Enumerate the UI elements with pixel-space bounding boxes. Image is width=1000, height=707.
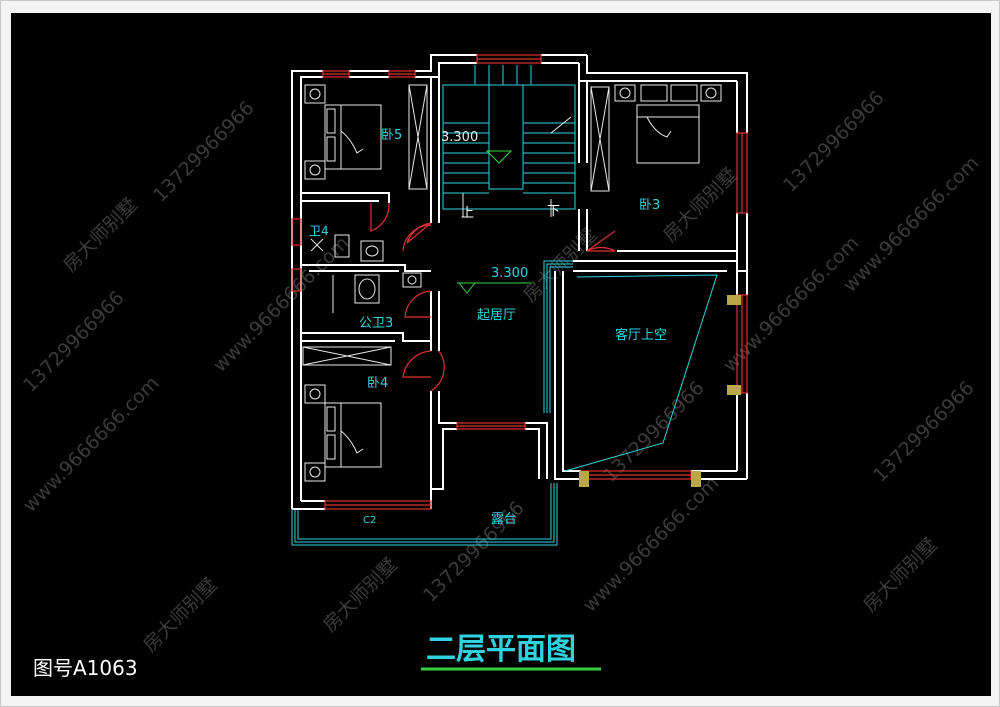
stair-up-label: 上 — [461, 206, 474, 221]
hall-elevation: 3.300 — [491, 266, 528, 281]
watermark-phone: 13729966966 — [869, 377, 979, 487]
watermark-brand: 房大师别墅 — [139, 574, 222, 657]
room-labels: 卧5 卧3 卫4 公卫3 起居厅 客厅上空 卧4 露台 C2 — [309, 128, 667, 527]
elevation-markers — [457, 282, 531, 294]
label-terrace: 露台 — [491, 512, 517, 527]
watermark-phone: 13729966966 — [779, 87, 889, 197]
label-window-c2: C2 — [363, 515, 376, 526]
label-bedroom3: 卧3 — [639, 198, 660, 213]
annotation-labels: 上 下 3.300 3.300 — [441, 130, 560, 281]
floor-plan-drawing: 房大师别墅 房大师别墅 房大师别墅 房大师别墅 房大师别墅 房大师别墅 1372… — [19, 54, 983, 680]
walls — [291, 54, 748, 510]
watermark-site: www.9666666.com — [19, 372, 163, 516]
watermark-layer: 房大师别墅 房大师别墅 房大师别墅 房大师别墅 房大师别墅 房大师别墅 1372… — [19, 87, 983, 657]
watermark-site: www.9666666.com — [209, 232, 353, 376]
drawing-title: 二层平面图 — [426, 632, 576, 667]
label-bedroom4: 卧4 — [367, 376, 388, 391]
living-void-lines — [564, 274, 718, 472]
cad-canvas: 房大师别墅 房大师别墅 房大师别墅 房大师别墅 房大师别墅 房大师别墅 1372… — [11, 13, 991, 696]
label-public-bath3: 公卫3 — [359, 316, 393, 331]
watermark-phone: 13729966966 — [149, 97, 259, 207]
watermark-brand: 房大师别墅 — [859, 534, 942, 617]
stair-elevation: 3.300 — [441, 130, 478, 145]
stair-down-label: 下 — [547, 204, 560, 219]
watermark-brand: 房大师别墅 — [59, 194, 142, 277]
bath-fixtures — [310, 234, 422, 313]
windows — [291, 54, 748, 510]
staircase — [442, 65, 576, 217]
label-bedroom5: 卧5 — [381, 128, 402, 143]
watermark-site: www.9666666.com — [579, 472, 723, 616]
bedroom3-furniture — [590, 84, 722, 192]
label-living: 起居厅 — [477, 308, 516, 323]
label-living-void: 客厅上空 — [615, 327, 667, 343]
watermark-brand: 房大师别墅 — [319, 554, 402, 637]
drawing-title-group: 二层平面图 — [421, 632, 601, 671]
doors — [370, 202, 616, 392]
bedroom5-furniture — [304, 84, 428, 190]
watermark-brand: 房大师别墅 — [519, 224, 602, 307]
watermark-brand: 房大师别墅 — [659, 164, 742, 247]
label-bath4: 卫4 — [309, 224, 329, 238]
bedroom4-furniture — [302, 346, 392, 482]
watermark-phone: 13729966966 — [19, 287, 129, 397]
watermark-site: www.9666666.com — [839, 152, 983, 296]
terrace-railing — [291, 260, 573, 546]
figure-number: 图号A1063 — [33, 656, 138, 680]
